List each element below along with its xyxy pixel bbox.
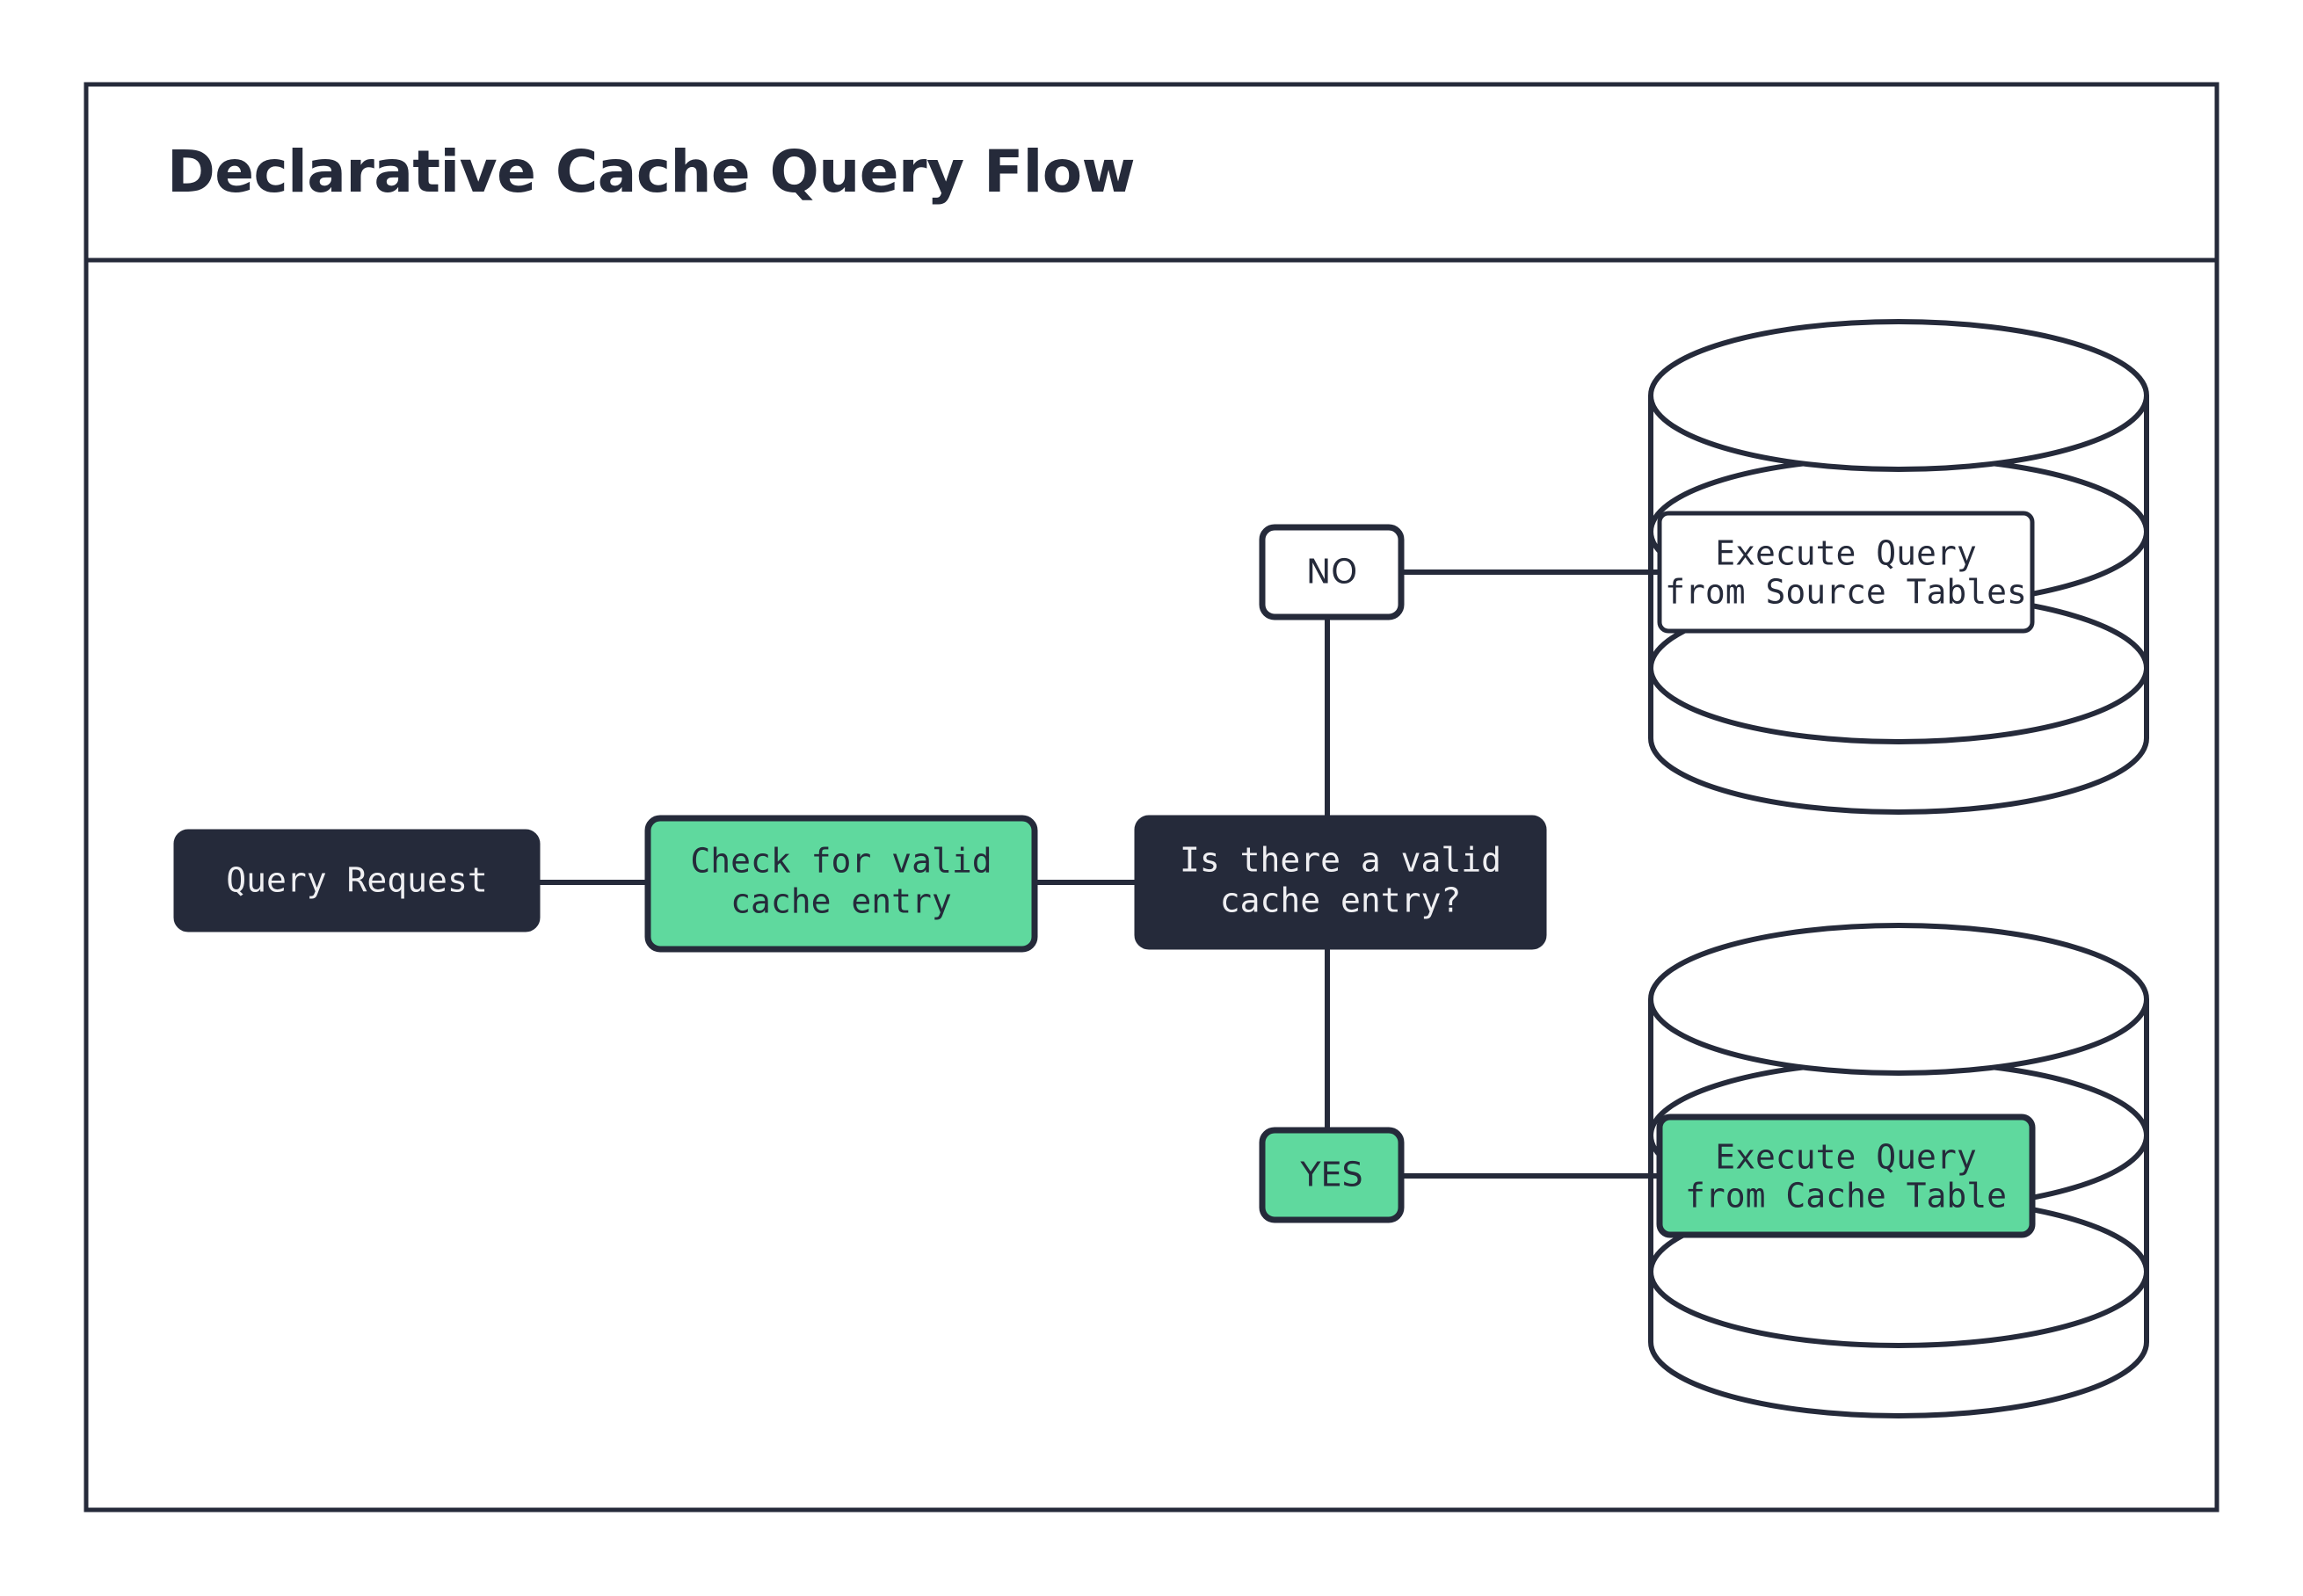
cache-db-label-line2: from Cache Table xyxy=(1685,1177,2007,1215)
cache-db-cylinder[interactable]: Execute Query from Cache Table xyxy=(1648,923,2149,1418)
source-db-cylinder[interactable]: Execute Query from Source Tables xyxy=(1648,319,2149,815)
decision-label-line2: cache entry? xyxy=(1220,881,1462,920)
source-db-label-line1: Execute Query xyxy=(1715,534,1976,573)
query-request-label: Query Request xyxy=(226,861,487,900)
branch-no-box[interactable] xyxy=(1259,524,1405,620)
page-title: Declarative Cache Query Flow xyxy=(167,138,1135,206)
check-cache-box[interactable] xyxy=(644,815,1038,953)
cylinder-bottom-arc xyxy=(1648,737,2149,815)
branch-no-label: NO xyxy=(1306,553,1357,591)
source-db-label-line2: from Source Tables xyxy=(1665,573,2027,612)
branch-yes-label: YES xyxy=(1299,1156,1362,1194)
cache-db-label-line1: Execute Query xyxy=(1715,1138,1976,1177)
decision-label-line1: Is there a valid xyxy=(1180,841,1501,880)
cylinder-ring-1-top xyxy=(1648,319,2149,472)
diagram-frame xyxy=(84,82,2219,1513)
node-query-request[interactable]: Query Request xyxy=(173,829,541,932)
node-branch-yes[interactable]: YES xyxy=(1259,1127,1405,1223)
check-cache-label-line1: Check for valid xyxy=(690,842,992,881)
source-db-label-plate[interactable] xyxy=(1657,511,2035,634)
query-request-box[interactable] xyxy=(173,829,541,932)
node-check-cache[interactable]: Check for valid cache entry xyxy=(644,815,1038,953)
cache-db-label-plate[interactable] xyxy=(1656,1114,2036,1238)
node-branch-no[interactable]: NO xyxy=(1259,524,1405,620)
decision-box[interactable] xyxy=(1134,815,1547,950)
check-cache-label-line2: cache entry xyxy=(730,882,952,921)
cache-cylinder-bottom-arc xyxy=(1648,1341,2149,1418)
branch-yes-box[interactable] xyxy=(1259,1127,1405,1223)
cache-cylinder-ring-1-top xyxy=(1648,923,2149,1076)
node-decision[interactable]: Is there a valid cache entry? xyxy=(1134,815,1547,950)
